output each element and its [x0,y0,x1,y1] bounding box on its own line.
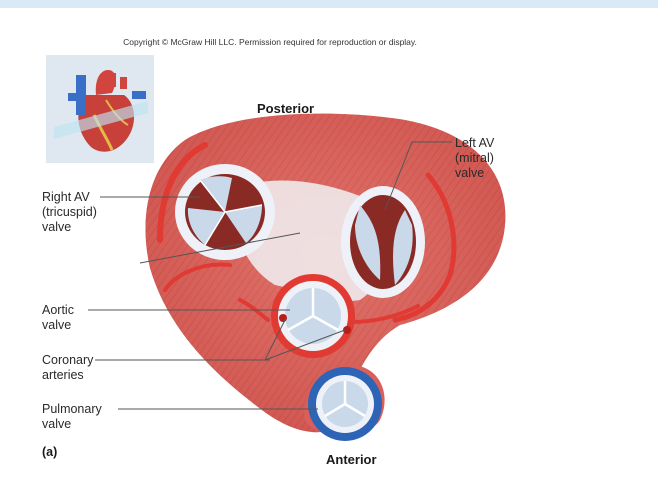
coronary-arteries-label: Coronary arteries [42,353,94,382]
aortic-valve-label: Aortic valve [42,303,74,332]
pulmonary-valve [304,365,385,441]
copyright-notice: Copyright © McGraw Hill LLC. Permission … [123,37,417,47]
anterior-label: Anterior [326,452,377,467]
pulmonary-valve-label: Pulmonary valve [42,402,102,431]
heart-thumbnail-icon [46,55,154,163]
coronary-vessels [157,142,457,324]
mitral-valve [341,186,425,298]
posterior-label: Posterior [257,101,315,116]
top-bar [0,0,658,8]
left-av-valve-label: Left AV (mitral) valve [455,136,495,180]
panel-label: (a) [42,445,58,459]
aortic-valve [271,274,355,358]
heart-orientation-thumbnail [46,55,154,163]
leader-lines [88,141,452,410]
tricuspid-valve [175,164,275,260]
right-av-valve-label: Right AV (tricuspid) valve [42,190,97,234]
